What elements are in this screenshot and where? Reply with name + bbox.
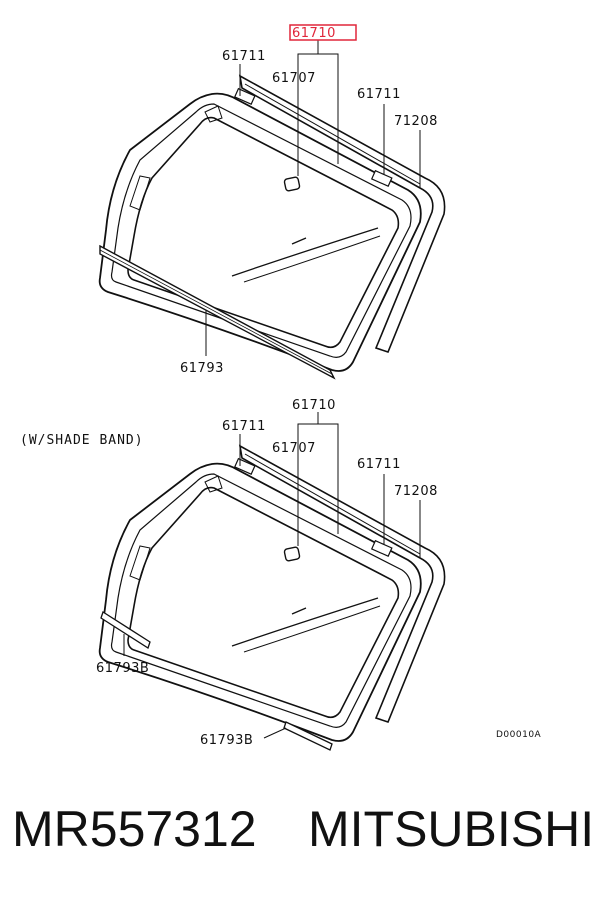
lower-windshield-drawing: (W/SHADE BAND) 61710 61711 61707 61711 7… [20,398,542,751]
part-number: MR557312 [12,801,257,857]
label-61793b-upper: 61793B [96,661,149,676]
label-61710: 61710 [292,26,336,41]
label-71208: 71208 [394,484,438,499]
label-61710: 61710 [292,398,336,413]
label-61793b-lower: 61793B [200,733,253,748]
label-61711-left: 61711 [222,49,266,64]
label-61711-right: 61711 [357,87,401,102]
label-61793: 61793 [180,361,224,376]
footer: MR557312 MITSUBISHI [0,800,600,890]
label-61707: 61707 [272,441,316,456]
upper-windshield-drawing: 61710 61711 61707 61711 71208 61793 [98,24,446,380]
label-71208: 71208 [394,114,438,129]
label-61711-left: 61711 [222,419,266,434]
label-61711-right: 61711 [357,457,401,472]
drawing-code: D00010A [496,730,542,740]
windshield-parts-diagram: 61710 61711 61707 61711 71208 61793 (W/S… [20,24,542,751]
brand-name: MITSUBISHI [308,801,595,857]
highlighted-part-box [289,24,357,41]
shade-band-caption: (W/SHADE BAND) [20,433,144,448]
label-61707: 61707 [272,71,316,86]
